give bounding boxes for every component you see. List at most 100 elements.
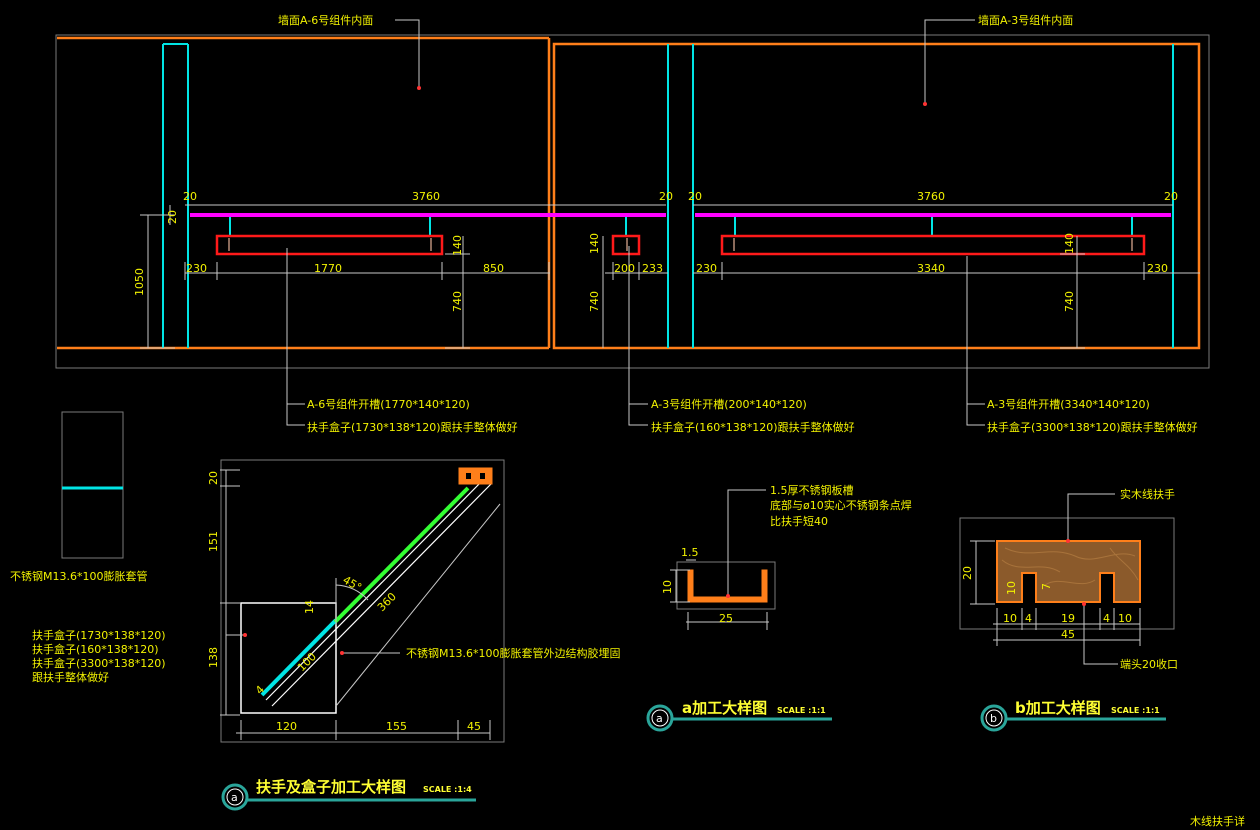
leader-dot (923, 102, 927, 106)
dim-3760: 3760 (412, 190, 440, 203)
dim-angle-45: 45° (341, 573, 364, 594)
dim-138: 138 (207, 647, 220, 668)
box-callout-2: 扶手盒子(160*138*120) (32, 642, 159, 656)
dim-100: 100 (295, 650, 319, 674)
title-b-scale: SCALE :1:1 (1111, 706, 1160, 715)
dim-850: 850 (483, 262, 504, 275)
dim-4: 4 (253, 683, 267, 697)
dim-4: 4 (1025, 612, 1032, 625)
detail-a-note-3: 比扶手短40 (770, 514, 828, 528)
dim-7: 7 (1040, 583, 1053, 590)
title-b-text: b加工大样图 (1015, 699, 1101, 717)
dim-151: 151 (207, 531, 220, 552)
dim-10: 10 (1003, 612, 1017, 625)
detail-b-frame (959, 517, 1175, 630)
wood-handrail (996, 540, 1141, 603)
wood-grain (1001, 547, 1139, 586)
dim-740: 740 (588, 291, 601, 312)
dim-740: 740 (1063, 291, 1076, 312)
dim-230: 230 (186, 262, 207, 275)
dim-155: 155 (386, 720, 407, 733)
detail-a-dimension-lines (670, 489, 769, 630)
steel-channel (687, 569, 768, 603)
panel-a6 (57, 36, 551, 350)
dim-3340: 3340 (917, 262, 945, 275)
title-b-bubble: b (990, 712, 997, 725)
leader-dot (1066, 539, 1070, 543)
dim-120: 120 (276, 720, 297, 733)
dim-19: 19 (1061, 612, 1075, 625)
box-callout-3: 扶手盒子(3300*138*120) (32, 656, 166, 670)
dim-25: 25 (719, 612, 733, 625)
detail-a-frame (676, 561, 776, 610)
slot-a3 (720, 234, 1146, 256)
dim-10: 10 (1118, 612, 1132, 625)
title-main: a 扶手及盒子加工大样图 SCALE :1:4 (221, 778, 476, 811)
slot-a6 (215, 234, 444, 256)
box-callout-4: 跟扶手整体做好 (32, 670, 109, 684)
wall-label-a6: 墙面A-6号组件内面 (278, 13, 373, 27)
panel-a3 (552, 42, 1201, 350)
angle-arc (335, 584, 369, 601)
dim-20: 20 (183, 190, 197, 203)
title-a-text: a加工大样图 (682, 699, 767, 717)
callout-a6-slot: A-6号组件开槽(1770*140*120) (307, 397, 470, 411)
tube-label: 不锈钢M13.6*100膨胀套管 (10, 569, 147, 583)
detail-b-end-label: 端头20收口 (1120, 657, 1178, 671)
callout-a6-box: 扶手盒子(1730*138*120)跟扶手整体做好 (307, 420, 518, 434)
dim-4: 4 (1103, 612, 1110, 625)
corner-title: 木线扶手详 (1190, 814, 1245, 828)
dim-20: 20 (961, 566, 974, 580)
detail-b-dimension-lines (970, 493, 1141, 665)
dim-1770: 1770 (314, 262, 342, 275)
dim-230: 230 (1147, 262, 1168, 275)
elevation-frame (55, 34, 1210, 369)
rail-bar-outline (271, 483, 492, 707)
section-frame (220, 459, 505, 743)
title-main-scale: SCALE :1:4 (423, 785, 472, 794)
elevation-dimension-lines (140, 204, 1200, 349)
dim-20-vertical: 20 (166, 210, 179, 224)
tube-section (260, 618, 338, 697)
dim-740: 740 (451, 291, 464, 312)
callout-leaders (286, 246, 985, 426)
callout-a3-small-slot: A-3号组件开槽(200*140*120) (651, 397, 807, 411)
leader-dot (340, 651, 344, 655)
wall-label-leaders (395, 19, 975, 104)
dim-140: 140 (1063, 233, 1076, 254)
dim-233: 233 (642, 262, 663, 275)
rail-bar-outline (265, 477, 486, 701)
dim-45: 45 (467, 720, 481, 733)
title-a: a a加工大样图 SCALE :1:1 (646, 699, 832, 732)
leader-dot (417, 86, 421, 90)
slot-anchors (228, 238, 1133, 251)
title-main-bubble: a (231, 791, 238, 804)
dim-45: 45 (1061, 628, 1075, 641)
dim-20: 20 (659, 190, 673, 203)
box-section (240, 602, 337, 714)
dim-360: 360 (375, 590, 399, 614)
dim-230: 230 (696, 262, 717, 275)
slot-a3-small (611, 234, 641, 256)
bar-section (333, 486, 470, 624)
dim-1050: 1050 (133, 268, 146, 296)
box-callout-1: 扶手盒子(1730*138*120) (32, 628, 166, 642)
dim-140: 140 (451, 235, 464, 256)
wall-label-a3: 墙面A-3号组件内面 (978, 13, 1073, 27)
leader-dot (726, 594, 730, 598)
leader-dot (1082, 602, 1086, 606)
section-dimension-lines (220, 469, 501, 740)
dim-200: 200 (614, 262, 635, 275)
dim-140: 140 (588, 233, 601, 254)
detail-a-note-1: 1.5厚不锈钢板槽 (770, 483, 854, 497)
callout-a3-box: 扶手盒子(3300*138*120)跟扶手整体做好 (987, 420, 1198, 434)
title-main-text: 扶手及盒子加工大样图 (256, 778, 406, 796)
handrail-profile (458, 467, 493, 485)
dim-20: 20 (207, 471, 220, 485)
title-b: b b加工大样图 SCALE :1:1 (980, 699, 1166, 732)
detail-a-note-2: 底部与ø10实心不锈钢条点焊 (770, 498, 912, 512)
dim-20: 20 (1164, 190, 1178, 203)
dim-10: 10 (1005, 581, 1018, 595)
title-a-scale: SCALE :1:1 (777, 706, 826, 715)
